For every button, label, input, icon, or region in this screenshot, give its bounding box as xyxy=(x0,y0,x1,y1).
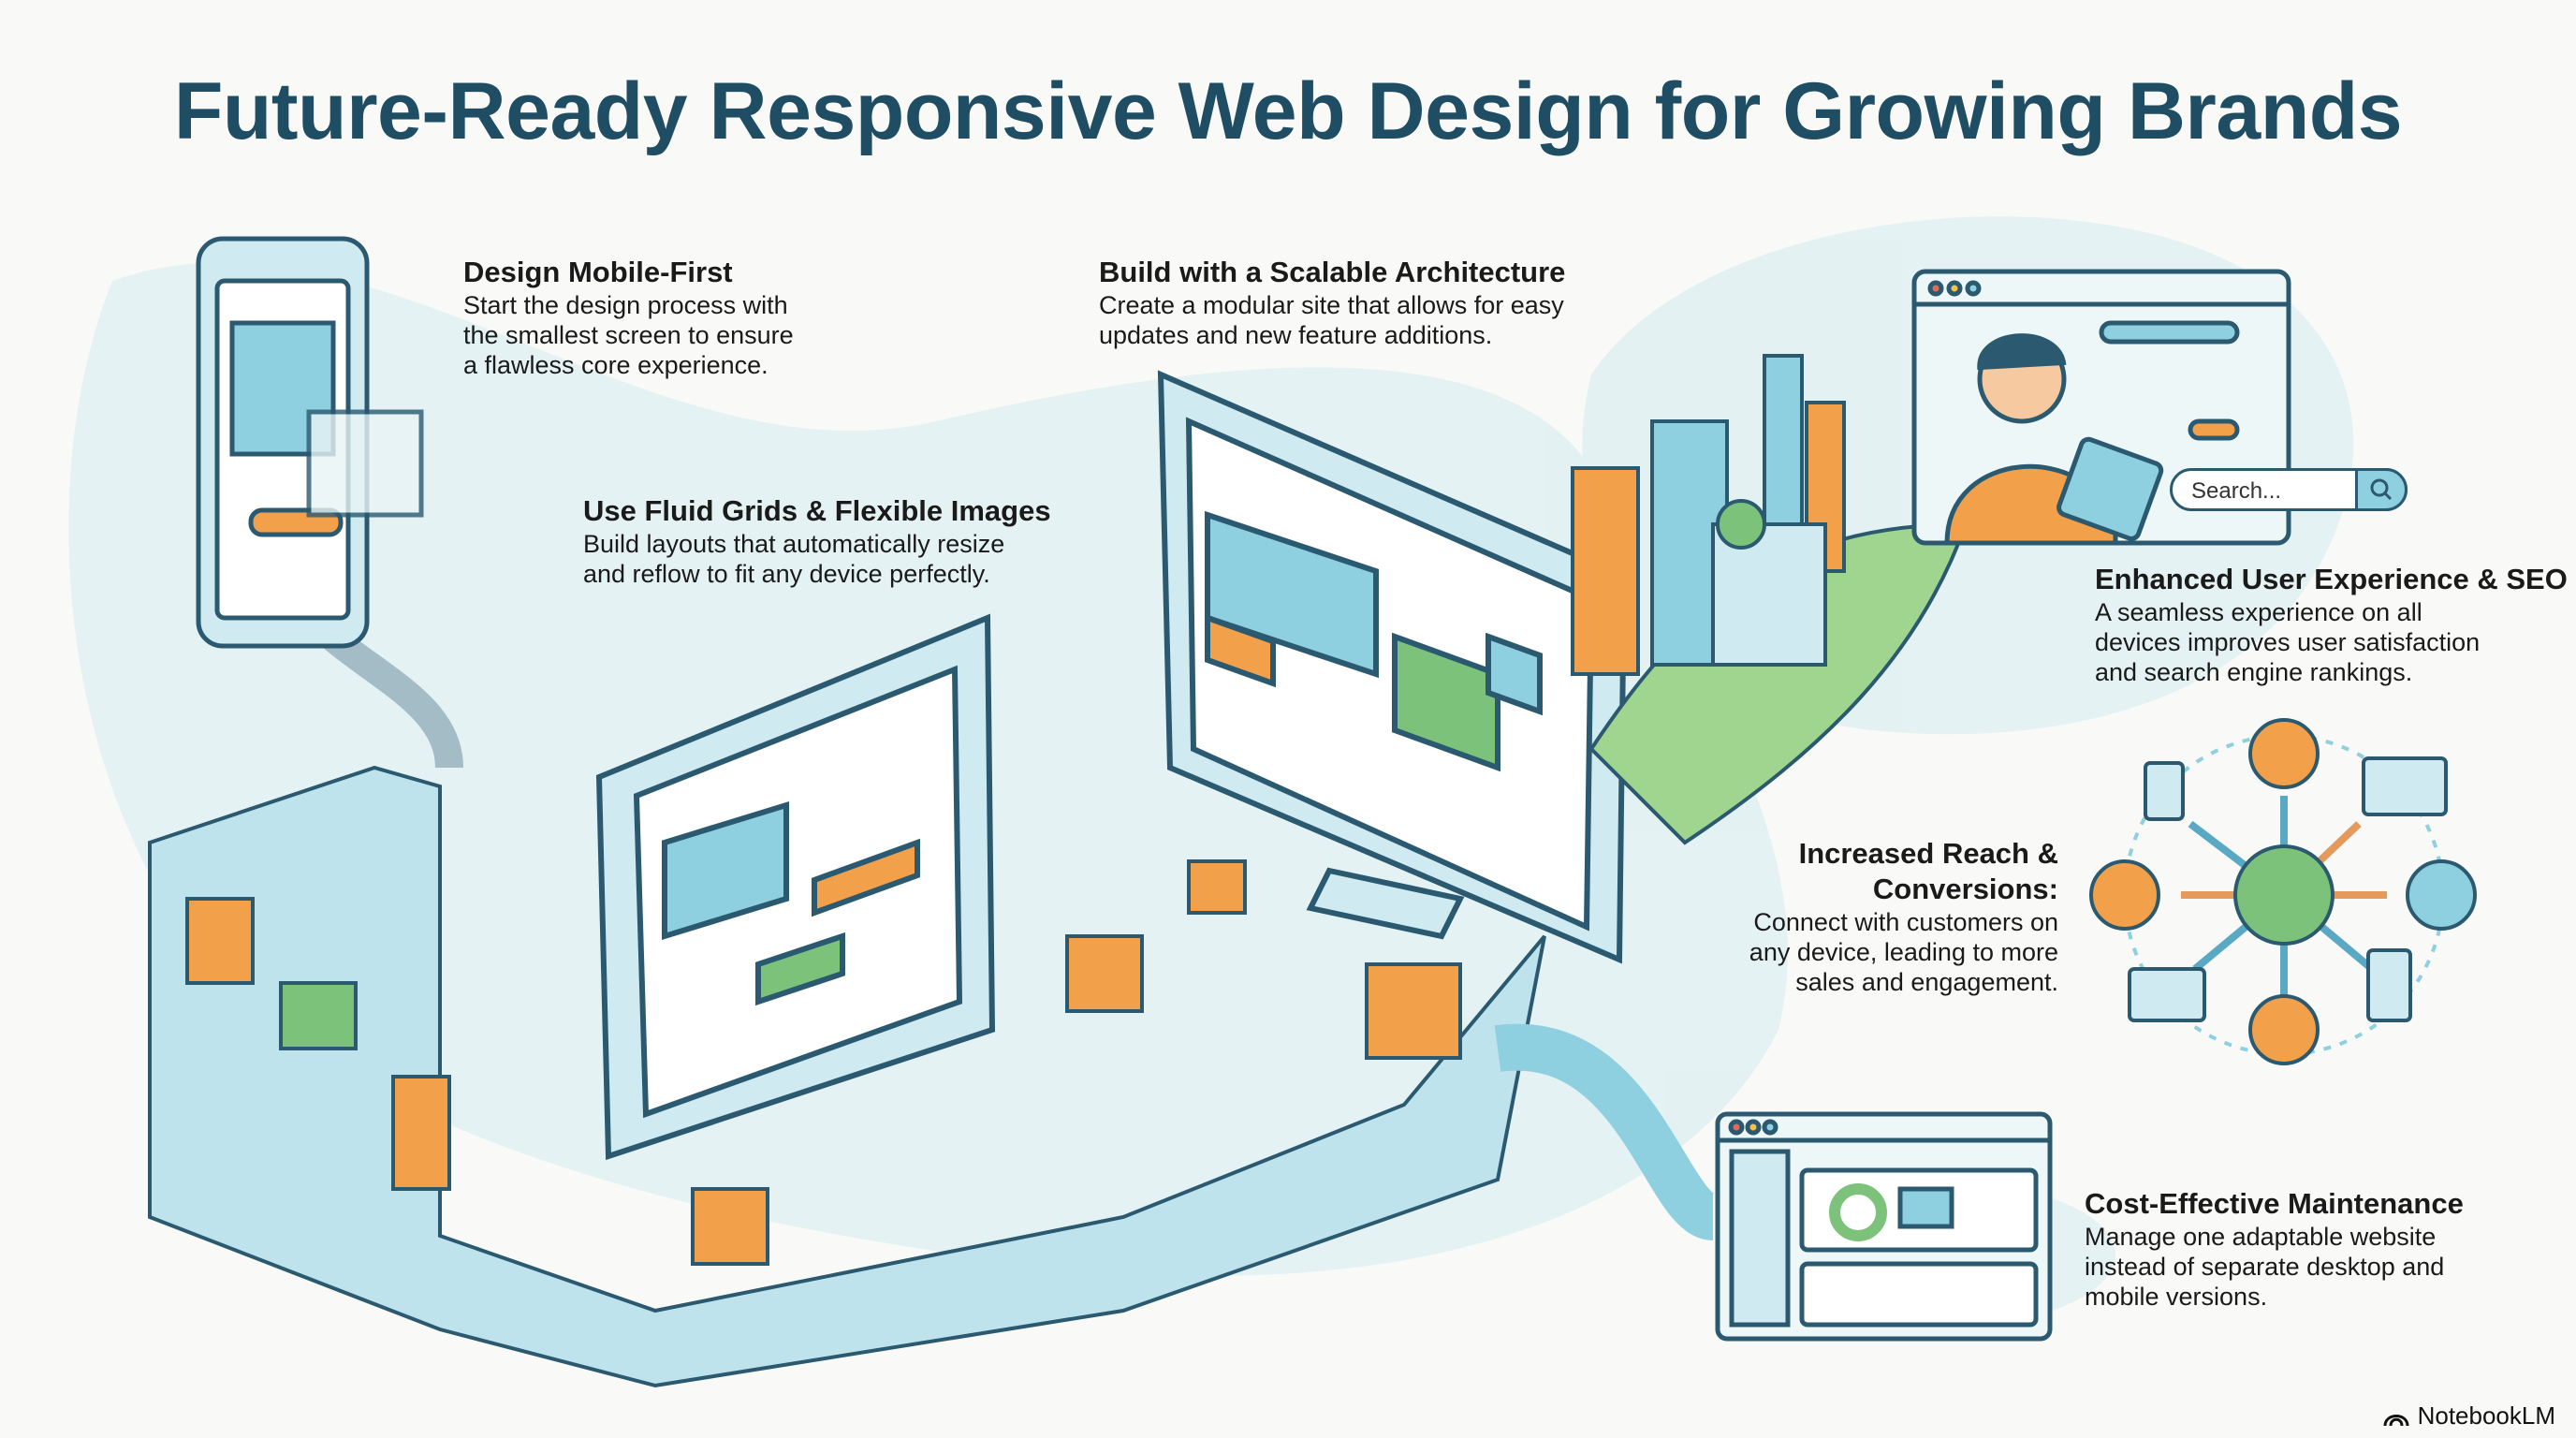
section-text: updates and new feature additions. xyxy=(1099,321,1493,349)
section-text: a flawless core experience. xyxy=(463,351,768,379)
section-text: mobile versions. xyxy=(2085,1283,2268,1311)
section-text: devices improves user satisfaction xyxy=(2095,628,2481,656)
section-text: and reflow to fit any device perfectly. xyxy=(583,560,990,588)
section-user-experience-seo: Enhanced User Experience & SEO A seamles… xyxy=(2095,562,2568,687)
section-cost-effective: Cost-Effective Maintenance Manage one ad… xyxy=(2085,1186,2464,1312)
section-text: Start the design process with xyxy=(463,291,788,319)
section-text: sales and engagement. xyxy=(1795,968,2058,996)
notebooklm-icon xyxy=(2383,1414,2409,1426)
search-box-illustration: Search... xyxy=(2170,468,2408,511)
section-reach-conversions: Increased Reach & Conversions: Connect w… xyxy=(1749,836,2058,997)
search-placeholder: Search... xyxy=(2191,478,2282,504)
page-title: Future-Ready Responsive Web Design for G… xyxy=(173,66,2403,156)
section-design-mobile-first: Design Mobile-First Start the design pro… xyxy=(463,255,794,380)
section-text: Connect with customers on xyxy=(1753,908,2058,936)
city-illustration xyxy=(1571,354,1969,845)
network-illustration xyxy=(2089,718,2477,1065)
brand-name: NotebookLM xyxy=(2417,1401,2555,1430)
section-heading: Cost-Effective Maintenance xyxy=(2085,1187,2464,1220)
section-text: A seamless experience on all xyxy=(2095,598,2422,626)
search-icon xyxy=(2355,468,2408,511)
section-text: any device, leading to more xyxy=(1749,938,2058,966)
section-text: Create a modular site that allows for ea… xyxy=(1099,291,1564,319)
notebooklm-logo: NotebookLM xyxy=(2382,1401,2555,1431)
phone-illustration xyxy=(196,236,424,649)
section-text: and search engine rankings. xyxy=(2095,658,2413,686)
section-heading: Build with a Scalable Architecture xyxy=(1099,256,1566,288)
monitor-illustration xyxy=(1157,370,1628,964)
section-scalable-architecture: Build with a Scalable Architecture Creat… xyxy=(1099,255,1565,350)
isometric-path xyxy=(148,542,1719,1388)
section-text: Build layouts that automatically resize xyxy=(583,530,1005,558)
dashboard-window xyxy=(1715,1111,2053,1342)
section-heading: Enhanced User Experience & SEO xyxy=(2095,563,2568,595)
section-heading: Use Fluid Grids & Flexible Images xyxy=(583,494,1051,527)
section-heading: Design Mobile-First xyxy=(463,256,733,288)
section-text: instead of separate desktop and xyxy=(2085,1253,2445,1281)
tablet-illustration xyxy=(595,613,996,1161)
section-text: the smallest screen to ensure xyxy=(463,321,794,349)
section-fluid-grids: Use Fluid Grids & Flexible Images Build … xyxy=(583,493,1051,589)
section-heading: Increased Reach & xyxy=(1798,837,2058,870)
section-heading: Conversions: xyxy=(1872,873,2058,905)
section-text: Manage one adaptable website xyxy=(2085,1223,2437,1251)
